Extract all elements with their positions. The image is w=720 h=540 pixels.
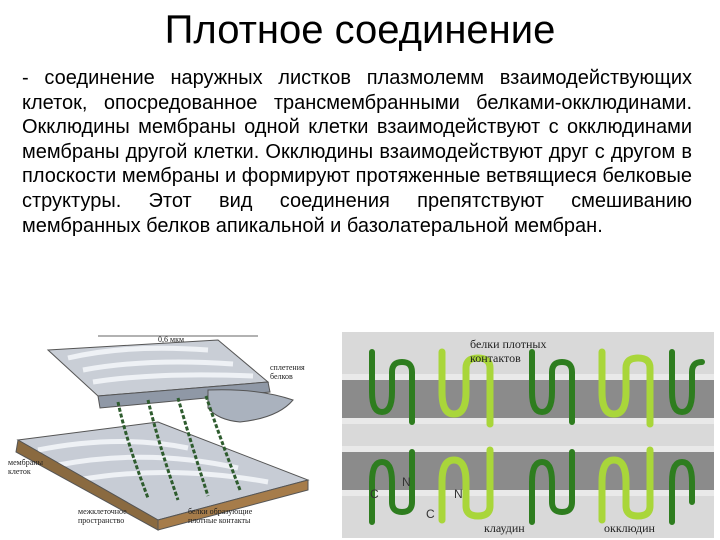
label-occludin: окклюдин	[604, 521, 656, 535]
label-space-2: пространство	[78, 516, 124, 525]
tight-junction-3d-illustration: 0,6 мкм сплетения белков мембраны клеток…	[8, 335, 310, 531]
terminus-n-2: N	[454, 487, 463, 501]
label-top-2: контактов	[470, 351, 521, 365]
label-contacts-1: белки образующие	[188, 507, 253, 516]
terminus-c-1: C	[370, 487, 379, 501]
terminus-c-2: C	[426, 507, 435, 521]
description-paragraph: - соединение наружных листков плазмолемм…	[22, 67, 692, 237]
label-proteins-2: белков	[270, 372, 293, 381]
label-proteins-1: сплетения	[270, 363, 305, 372]
label-claudin: клаудин	[484, 521, 525, 535]
label-space-1: межклеточное	[78, 507, 127, 516]
label-contacts-2: плотные контакты	[188, 516, 251, 525]
slide-title: Плотное соединение	[164, 8, 556, 52]
label-top-1: белки плотных	[470, 337, 547, 351]
label-membranes-2: клеток	[8, 467, 31, 476]
terminus-n-1: N	[402, 475, 411, 489]
scale-label: 0,6 мкм	[158, 335, 184, 344]
label-membranes-1: мембраны	[8, 458, 44, 467]
claudin-occludin-diagram: белки плотных контактов C N C N клаудин …	[342, 332, 714, 538]
